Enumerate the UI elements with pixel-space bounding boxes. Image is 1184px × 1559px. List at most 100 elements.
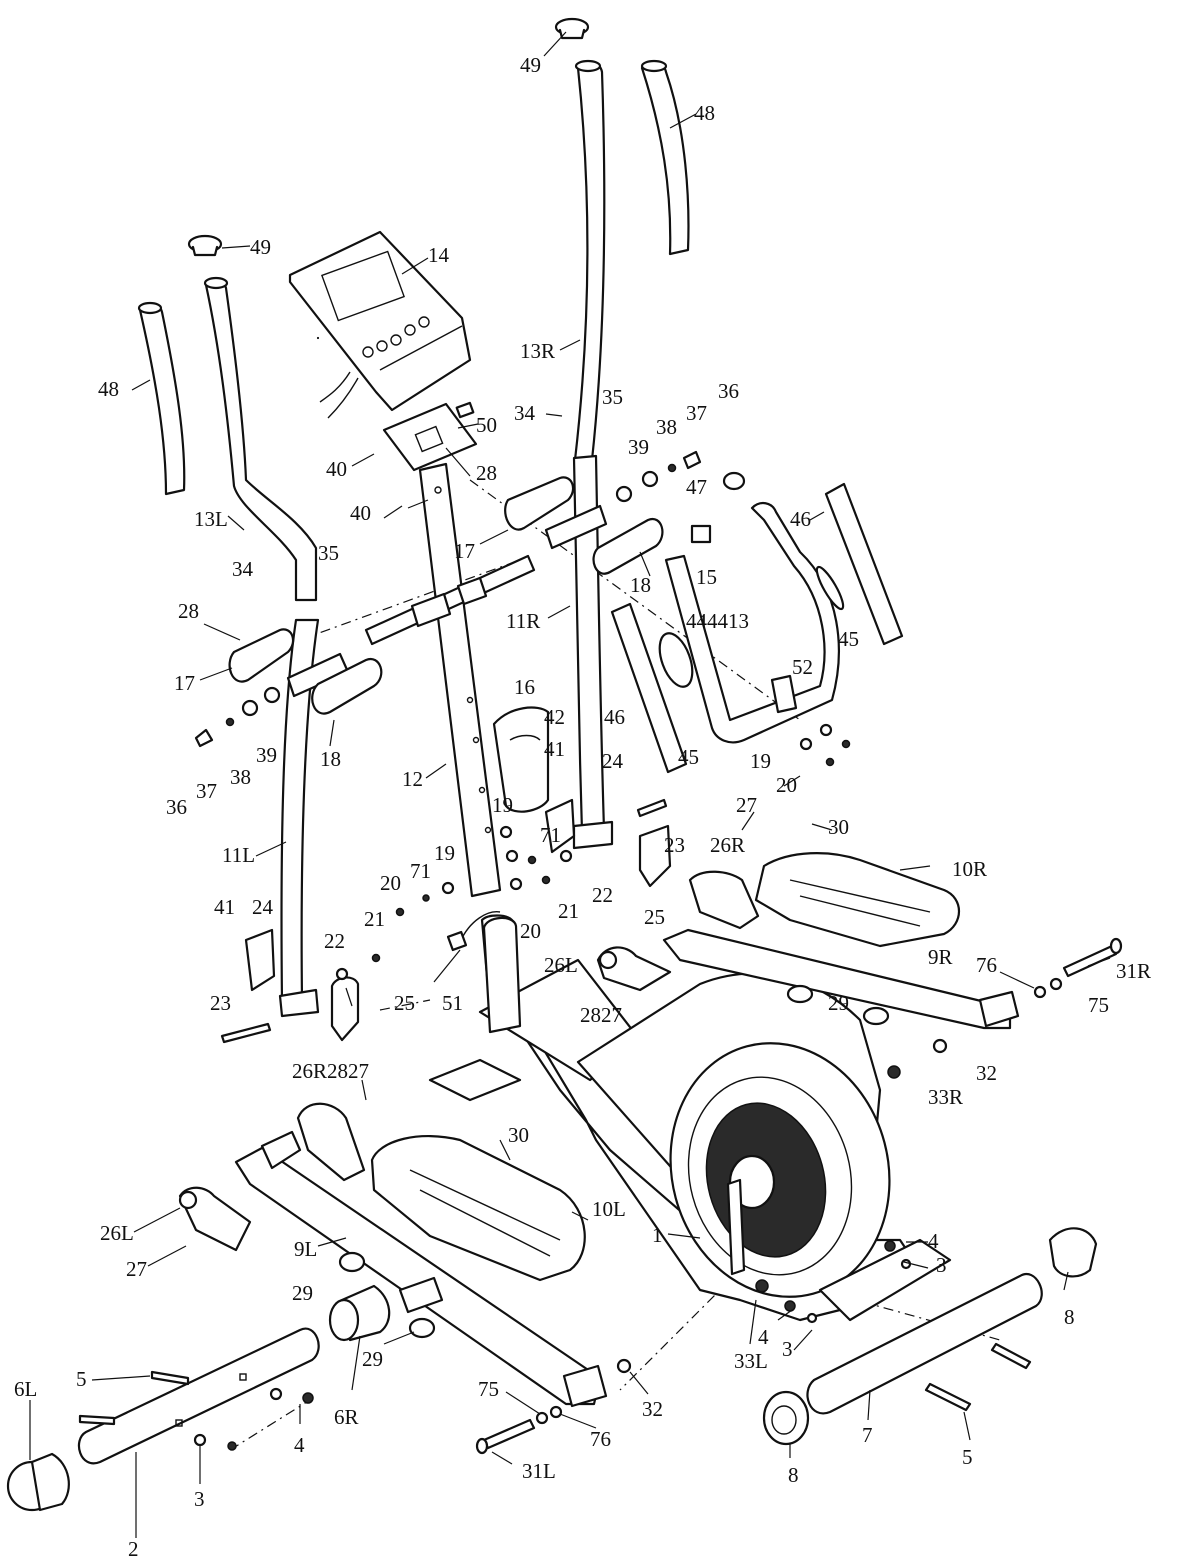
label-10l: 10L	[592, 1197, 626, 1221]
label-28-left: 28	[178, 599, 199, 623]
label-49-left: 49	[250, 235, 271, 259]
label-28-top: 28	[476, 461, 497, 485]
label-40-b: 40	[350, 501, 371, 525]
label-45-mid: 45	[678, 745, 699, 769]
label-49-top: 49	[520, 53, 541, 77]
label-76-left: 76	[590, 1427, 611, 1451]
label-6l: 6L	[14, 1377, 37, 1401]
end-cap-6l	[6, 1452, 70, 1512]
axle-centerline	[299, 559, 521, 641]
label-71-left: 71	[410, 859, 431, 883]
label-51: 51	[442, 991, 463, 1015]
bolt-set-right	[615, 450, 702, 503]
label-21-left: 21	[364, 907, 385, 931]
label-46-top: 46	[790, 507, 811, 531]
pedal-bracket-26l-left	[178, 1186, 252, 1252]
pedal-arm-9l	[234, 1130, 608, 1408]
label-8-bottom: 8	[788, 1463, 799, 1487]
label-48-left: 48	[98, 377, 119, 401]
label-18-left: 18	[320, 747, 341, 771]
label-13r: 13R	[520, 339, 555, 363]
grip-48-left	[137, 301, 186, 496]
pedal-arm-9r	[662, 928, 1020, 1030]
label-2827-mid: 2827	[580, 1003, 622, 1027]
label-25-right: 25	[644, 905, 665, 929]
label-40-a: 40	[326, 457, 347, 481]
label-26r-right: 26R	[710, 833, 745, 857]
label-20-right: 20	[776, 773, 797, 797]
grip-48-top	[640, 59, 690, 256]
pedal-bracket-26r-right	[688, 870, 760, 930]
label-31l: 31L	[522, 1459, 556, 1483]
label-23-right: 23	[664, 833, 685, 857]
label-44-43: 444413	[686, 609, 749, 633]
handlebar-13l	[203, 276, 318, 602]
label-23-left: 23	[210, 991, 231, 1015]
label-38-top: 38	[656, 415, 677, 439]
label-18-top: 18	[630, 573, 651, 597]
label-11l: 11L	[222, 843, 255, 867]
label-2: 2	[128, 1537, 139, 1559]
label-3-right: 3	[936, 1253, 947, 1277]
label-33l: 33L	[734, 1349, 768, 1373]
roller-29-right-a	[786, 984, 814, 1004]
label-52: 52	[792, 655, 813, 679]
bracket-24-left	[244, 928, 276, 992]
label-17-left: 17	[174, 671, 195, 695]
roller-29-left-a	[338, 1251, 366, 1273]
label-24-left: 24	[252, 895, 274, 919]
label-3-mid: 3	[782, 1337, 793, 1361]
label-19-right: 19	[750, 749, 771, 773]
cover-25-right	[638, 824, 672, 888]
pedal-10r	[754, 852, 960, 948]
pulse-handlebar	[658, 502, 845, 744]
label-42: 42	[544, 705, 565, 729]
label-34-left: 34	[232, 557, 254, 581]
foam-18-right	[592, 517, 664, 575]
label-12: 12	[402, 767, 423, 791]
label-76-right: 76	[976, 953, 997, 977]
end-cap-8-bottom	[762, 1390, 810, 1446]
end-cap-49-top	[554, 17, 590, 40]
label-9r: 9R	[928, 945, 953, 969]
label-39-top: 39	[628, 435, 649, 459]
label-16: 16	[514, 675, 535, 699]
label-21-mid: 21	[558, 899, 579, 923]
label-9l: 9L	[294, 1237, 317, 1261]
end-cap-8-right	[1048, 1227, 1098, 1278]
console-bracket-50	[382, 401, 478, 472]
label-46-mid: 46	[604, 705, 625, 729]
label-27-left: 27	[126, 1257, 147, 1281]
bolt-23-left	[220, 1022, 272, 1044]
label-24-mid: 24	[602, 749, 624, 773]
label-48-top: 48	[694, 101, 715, 125]
label-75-left: 75	[478, 1377, 499, 1401]
label-5-right: 5	[962, 1445, 973, 1469]
label-13l: 13L	[194, 507, 228, 531]
label-8-right: 8	[1064, 1305, 1075, 1329]
label-29-left-a: 29	[292, 1281, 313, 1305]
label-36-left: 36	[166, 795, 187, 819]
end-cap-6r	[328, 1284, 391, 1342]
label-35-left: 35	[318, 541, 339, 565]
label-30-right: 30	[828, 815, 849, 839]
label-37-left: 37	[196, 779, 217, 803]
bolt-set-left	[194, 686, 281, 748]
label-4-left: 4	[294, 1433, 305, 1457]
lower-handlebar-11r	[544, 454, 614, 850]
handlebar-13r	[573, 59, 606, 462]
pivot-axle-15	[364, 554, 536, 646]
label-20-left: 20	[380, 871, 401, 895]
label-37-top: 37	[686, 401, 707, 425]
pivot-bracket-17-right	[504, 476, 575, 531]
pedal-bracket-26r-left	[296, 1102, 366, 1182]
mast-hardware	[335, 723, 851, 981]
label-29-left-b: 29	[362, 1347, 383, 1371]
bolt-5-top	[78, 1370, 314, 1451]
pedal-bracket-26l-mid	[596, 946, 672, 992]
label-30-left: 30	[508, 1123, 529, 1147]
seat-post-51	[446, 911, 522, 1034]
label-6r: 6R	[334, 1405, 359, 1429]
label-5-top: 5	[76, 1367, 87, 1391]
